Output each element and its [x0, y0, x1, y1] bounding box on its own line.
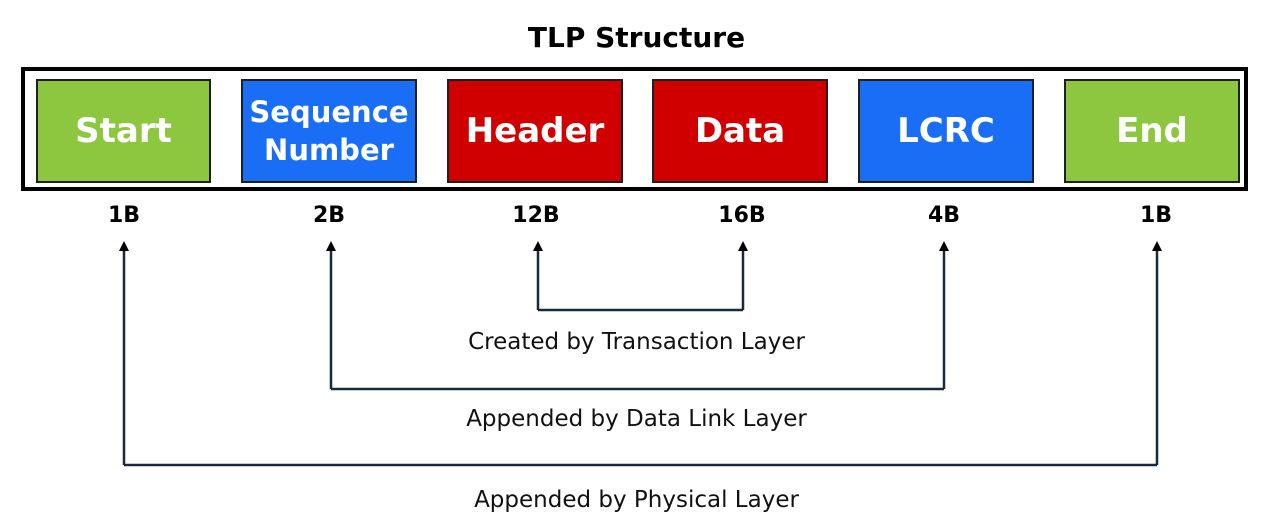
field-label-start: Start [75, 111, 172, 151]
field-label-lcrc: LCRC [897, 111, 995, 151]
field-label-header: Header [465, 111, 605, 151]
field-header: Header [447, 79, 623, 183]
field-sequence-number: Sequence Number [241, 79, 417, 183]
field-start: Start [36, 79, 211, 183]
caption-data-link-layer: Appended by Data Link Layer [466, 406, 807, 432]
caption-transaction-layer: Created by Transaction Layer [468, 329, 805, 355]
caption-physical-layer: Appended by Physical Layer [474, 487, 799, 513]
field-label-sequence-number: Sequence Number [249, 95, 409, 167]
size-lcrc: 4B [927, 203, 961, 228]
tlp-frame [21, 67, 1248, 191]
field-end: End [1064, 79, 1240, 183]
size-header: 12B [512, 203, 560, 228]
field-label-data: Data [694, 111, 786, 151]
size-data: 16B [718, 203, 766, 228]
diagram-title: TLP Structure [527, 21, 746, 54]
size-sequence-number: 2B [312, 203, 346, 228]
connector-physical [119, 241, 1162, 467]
size-end: 1B [1139, 203, 1173, 228]
field-lcrc: LCRC [858, 79, 1034, 183]
connector-transaction [533, 241, 748, 312]
connector-data-link [326, 241, 949, 391]
field-data: Data [652, 79, 828, 183]
size-start: 1B [107, 203, 141, 228]
field-label-end: End [1116, 111, 1188, 151]
